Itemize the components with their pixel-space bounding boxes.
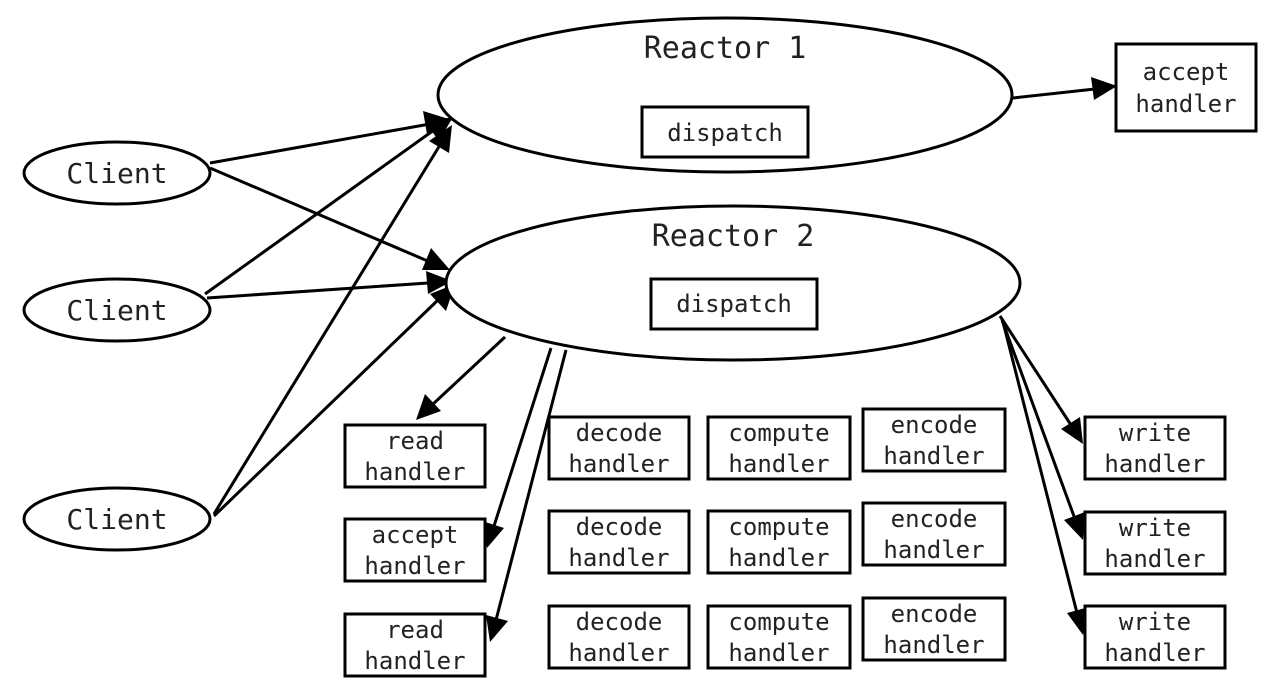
write-handler-2-line-2: handler [1104,545,1205,573]
edge-client-3-to-reactor-1 [212,125,452,515]
write-handler-2-line-1: write [1119,514,1191,542]
reactor-2-label: Reactor 2 [652,219,815,254]
client-label-2: Client [66,294,167,327]
compute-handler-3-line-2: handler [728,639,829,667]
client-node-2[interactable]: Client [22,277,212,343]
left-handler-3-line-2: handler [364,647,465,675]
edge-reactor-1-to-accept-handler [1012,77,1117,100]
edge-client-2-to-reactor-2 [206,271,452,300]
encode-handler-2-line-1: encode [891,505,978,533]
accept-handler-main-line-2: handler [1135,90,1236,118]
edge-reactor-2-to-write-handler-3 [1001,321,1089,635]
left-handler-3[interactable]: read handler [343,612,487,678]
left-handler-2-line-1: accept [372,521,459,549]
compute-handler-2[interactable]: compute handler [706,509,852,575]
encode-handler-1-line-1: encode [891,411,978,439]
compute-handler-3[interactable]: compute handler [706,604,852,670]
decode-handler-3[interactable]: decode handler [547,604,691,670]
left-handler-1[interactable]: read handler [343,423,487,489]
encode-handler-3-line-1: encode [891,600,978,628]
encode-handler-3-line-2: handler [883,631,984,659]
accept-handler-main-line-1: accept [1143,58,1230,86]
decode-handler-1-line-2: handler [568,450,669,478]
reactor-2-dispatch[interactable]: dispatch [649,277,819,331]
edge-reactor-2-to-write-handler-2 [1000,319,1085,540]
left-handler-3-line-1: read [386,616,444,644]
left-handler-2[interactable]: accept handler [343,517,487,583]
edge-client-1-to-reactor-1 [209,111,452,165]
write-handler-2[interactable]: write handler [1083,510,1227,576]
reactor-2-dispatch-label: dispatch [676,290,792,318]
reactor-2-node[interactable]: Reactor 2 dispatch [444,204,1022,362]
encode-handler-1-line-2: handler [883,442,984,470]
compute-handler-2-line-2: handler [728,544,829,572]
decode-handler-2-line-1: decode [576,513,663,541]
edges [204,77,1117,642]
decode-handler-3-line-1: decode [576,608,663,636]
edge-reactor-2-to-read-handler-1 [416,335,507,420]
decode-handler-2-line-2: handler [568,544,669,572]
decode-handler-1-line-1: decode [576,419,663,447]
edge-reactor-2-to-read-handler-3 [486,349,568,642]
edge-reactor-2-to-write-handler-1 [998,315,1083,444]
edge-reactor-2-to-accept-handler-2 [482,347,553,548]
write-handler-1-line-1: write [1119,419,1191,447]
edge-client-1-to-reactor-2 [209,166,450,270]
write-handler-1-line-2: handler [1104,450,1205,478]
client-node-1[interactable]: Client [22,140,212,206]
encode-handler-3[interactable]: encode handler [861,596,1007,662]
reactor-1-dispatch-label: dispatch [667,119,783,147]
accept-handler-main[interactable]: accept handler [1114,42,1258,133]
decode-handler-3-line-2: handler [568,639,669,667]
left-handler-1-line-2: handler [364,458,465,486]
reactor-1-label: Reactor 1 [644,31,807,66]
encode-handler-2[interactable]: encode handler [861,501,1007,567]
encode-handler-1[interactable]: encode handler [861,407,1007,473]
write-handler-1[interactable]: write handler [1083,415,1227,481]
reactor-1-node[interactable]: Reactor 1 dispatch [436,16,1014,174]
write-handler-3[interactable]: write handler [1083,604,1227,670]
decode-handler-2[interactable]: decode handler [547,509,691,575]
write-handler-3-line-1: write [1119,608,1191,636]
compute-handler-1-line-1: compute [728,419,829,447]
compute-handler-1-line-2: handler [728,450,829,478]
client-label-1: Client [66,157,167,190]
edge-client-2-to-reactor-1 [204,117,453,296]
compute-handler-1[interactable]: compute handler [706,415,852,481]
reactor-1-dispatch[interactable]: dispatch [640,105,810,159]
decode-handler-1[interactable]: decode handler [547,415,691,481]
write-handler-3-line-2: handler [1104,639,1205,667]
left-handler-2-line-2: handler [364,552,465,580]
client-label-3: Client [66,503,167,536]
encode-handler-2-line-2: handler [883,536,984,564]
left-handler-1-line-1: read [386,427,444,455]
client-node-3[interactable]: Client [22,486,212,552]
compute-handler-3-line-1: compute [728,608,829,636]
compute-handler-2-line-1: compute [728,513,829,541]
